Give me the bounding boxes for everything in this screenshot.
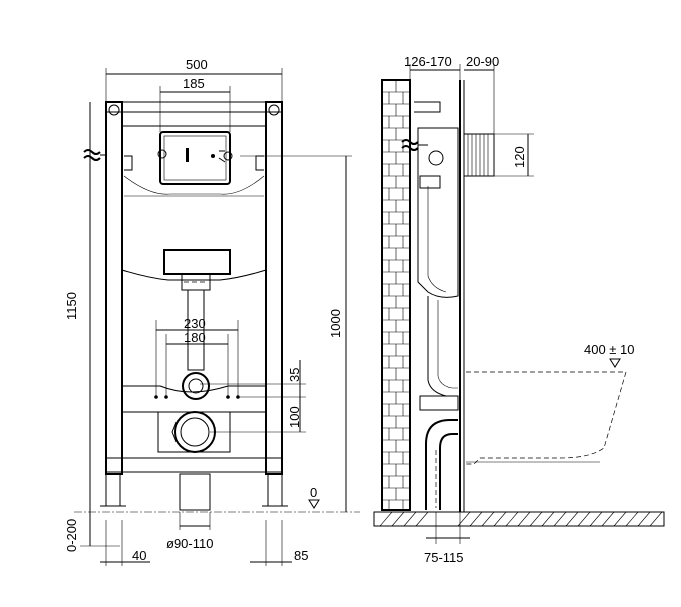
drain-collar [171, 421, 177, 443]
dim-bowl-height: 400 ± 10 [584, 342, 635, 357]
side-flush-pipe-inner [437, 300, 458, 389]
floor-slab [373, 511, 665, 527]
top-frame-bar [105, 101, 283, 113]
bolt-hole [226, 395, 230, 399]
side-cross-rail [419, 395, 459, 411]
water-wave-icon [83, 149, 101, 161]
floor-hatching [379, 511, 663, 527]
right-frame-post [265, 101, 283, 475]
cistern-body [121, 125, 267, 281]
dim-foot-offset-right: 85 [294, 548, 308, 563]
dim-bolt-inner: 180 [184, 330, 206, 345]
dim-inlet-height: 1000 [328, 309, 343, 338]
connector-ribs [467, 134, 489, 176]
dim-foot-offset-left: 40 [132, 548, 146, 563]
bolt-hole [236, 395, 240, 399]
side-flush-pipe [427, 296, 458, 397]
floor-level-label: 0 [310, 485, 317, 500]
side-pipe-connector [463, 133, 495, 177]
flush-plate-screw-left [157, 149, 167, 159]
flush-outlet [182, 372, 210, 400]
bolt-hole [154, 395, 158, 399]
left-foot [105, 473, 121, 507]
drain-bend-inner [180, 417, 210, 447]
dim-drain-diameter: ø90-110 [166, 536, 213, 551]
dim-outlet-offset: 35 [287, 368, 302, 382]
cistern-side [417, 127, 459, 298]
brick-courses [382, 80, 410, 510]
drain-bend-side-inner [439, 433, 458, 510]
top-left-hole [108, 104, 120, 116]
dim-side-pipe: 120 [512, 146, 527, 168]
flush-plate-inner [163, 135, 227, 181]
dim-leg-adjust: 0-200 [64, 519, 79, 552]
dim-frame-width: 500 [186, 57, 208, 72]
flush-button-marker [186, 148, 189, 162]
dim-wall-depth: 126-170 [404, 54, 452, 69]
bolt-hole [164, 395, 168, 399]
right-foot [267, 473, 283, 507]
dim-bolt-outer: 230 [184, 316, 206, 331]
cross-rail [121, 385, 267, 413]
dim-plate-width: 185 [183, 76, 205, 91]
inlet-valve [428, 150, 444, 166]
flush-button-dot [211, 154, 215, 158]
wall-hung-bowl [466, 371, 627, 465]
side-view: 126-170 20-90 120 400 ± 10 75-115 [373, 54, 665, 565]
top-bracket [414, 101, 441, 113]
front-view: 500 185 1150 1000 230 180 35 100 0-200 [64, 57, 360, 566]
cistern-inner-line [427, 186, 447, 293]
water-wave-icon [401, 139, 419, 151]
dim-frame-offset: 20-90 [466, 54, 499, 69]
flush-plate-screw-right [223, 151, 233, 161]
drain-pipe [179, 473, 211, 511]
drain-bend-side [425, 419, 458, 510]
left-frame-post [105, 101, 123, 475]
cistern-right-tab [255, 155, 264, 171]
flush-valve-housing [163, 249, 231, 275]
level-triangle-icon [609, 358, 621, 368]
level-triangle-icon [308, 499, 320, 509]
cistern-shoulder [123, 175, 265, 195]
valve-block [419, 175, 441, 189]
dim-frame-height: 1150 [64, 292, 79, 320]
bottom-frame-bar [105, 457, 283, 473]
top-right-hole [268, 104, 280, 116]
flush-plate-label [218, 150, 226, 163]
cistern-left-tab [124, 155, 133, 171]
dim-drain-depth: 75-115 [424, 550, 464, 565]
dim-outlet-lower: 100 [287, 406, 302, 428]
flush-outlet-inner [188, 378, 204, 394]
